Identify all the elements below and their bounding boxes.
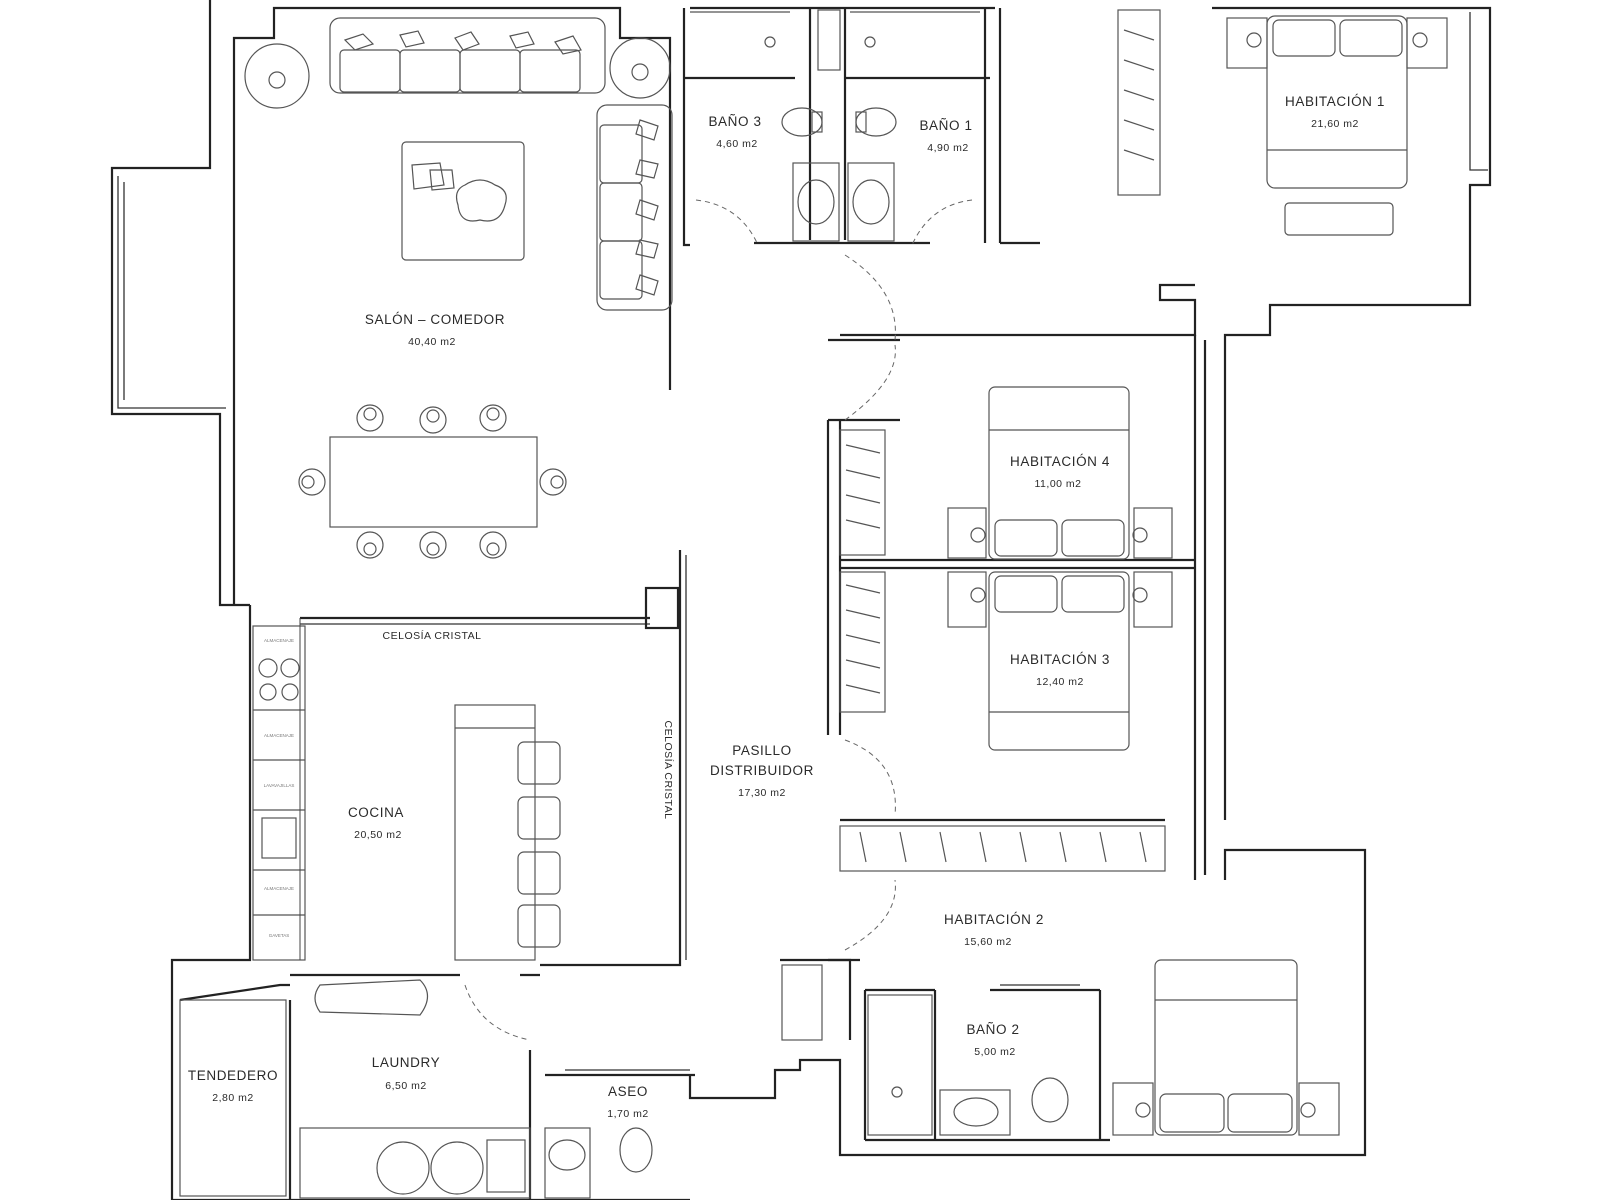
salon-name: SALÓN – COMEDOR bbox=[365, 312, 505, 327]
laundry-area: 6,50 m2 bbox=[385, 1080, 426, 1092]
hab4-name: HABITACIÓN 4 bbox=[1010, 454, 1110, 469]
kitchen-cabinet-label: GAVETAS bbox=[269, 933, 290, 938]
tendedero-area: 2,80 m2 bbox=[212, 1092, 253, 1104]
hab1-area: 21,60 m2 bbox=[1311, 118, 1359, 130]
hab2-name: HABITACIÓN 2 bbox=[944, 912, 1044, 927]
hab1-furniture bbox=[1117, 9, 1448, 236]
hab2-area: 15,60 m2 bbox=[964, 936, 1012, 948]
hab2-furniture bbox=[781, 959, 1340, 1136]
celosia-horizontal-label: CELOSÍA CRISTAL bbox=[383, 629, 482, 642]
celosia-vertical-label: CELOSÍA CRISTAL bbox=[662, 721, 675, 820]
room-labels: SALÓN – COMEDOR 40,40 m2 BAÑO 3 4,60 m2 … bbox=[188, 94, 1385, 1120]
bano2-area: 5,00 m2 bbox=[974, 1046, 1015, 1058]
cocina-area: 20,50 m2 bbox=[354, 829, 402, 841]
bano1-area: 4,90 m2 bbox=[927, 142, 968, 154]
kitchen-cabinet-label: ALMACENAJE bbox=[264, 638, 294, 643]
walls bbox=[110, 0, 1492, 1200]
hab4-hab3-furniture bbox=[839, 386, 1173, 872]
kitchen-cabinet-label: ALMACENAJE bbox=[264, 733, 294, 738]
pasillo-name-1: PASILLO bbox=[732, 743, 791, 758]
cocina-name: COCINA bbox=[348, 805, 404, 820]
hab3-area: 12,40 m2 bbox=[1036, 676, 1084, 688]
laundry-name: LAUNDRY bbox=[372, 1055, 440, 1070]
hab3-name: HABITACIÓN 3 bbox=[1010, 652, 1110, 667]
kitchen-cabinet-label: ALMACENAJE bbox=[264, 886, 294, 891]
kitchen-cabinet-label: LAVAVAJILLAS bbox=[264, 783, 295, 788]
bath-fixtures-top bbox=[690, 9, 980, 242]
service-furniture bbox=[179, 979, 690, 1199]
bano1-name: BAÑO 1 bbox=[919, 118, 972, 133]
tendedero-name: TENDEDERO bbox=[188, 1068, 278, 1083]
kitchen-furniture bbox=[252, 618, 561, 961]
salon-area: 40,40 m2 bbox=[408, 336, 456, 348]
hab4-area: 11,00 m2 bbox=[1035, 478, 1082, 490]
pasillo-name-2: DISTRIBUIDOR bbox=[710, 763, 814, 778]
salon-furniture bbox=[244, 17, 673, 559]
bano2-name: BAÑO 2 bbox=[966, 1022, 1019, 1037]
bano3-name: BAÑO 3 bbox=[708, 114, 761, 129]
aseo-area: 1,70 m2 bbox=[607, 1108, 648, 1120]
bano3-area: 4,60 m2 bbox=[716, 138, 757, 150]
aseo-name: ASEO bbox=[608, 1084, 648, 1099]
hab1-name: HABITACIÓN 1 bbox=[1285, 94, 1385, 109]
pasillo-area: 17,30 m2 bbox=[738, 787, 786, 799]
door-swings bbox=[464, 199, 973, 1041]
